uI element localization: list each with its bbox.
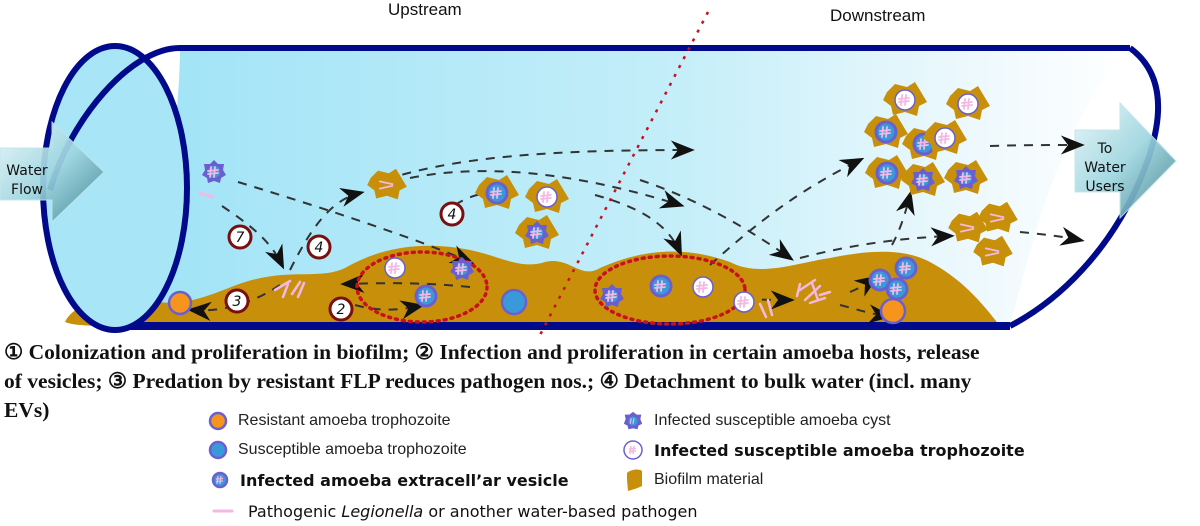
cyst-icon [623,411,643,430]
pathogen-label-genus: Legionella [341,501,424,521]
figure-caption: ① Colonization and proliferation in biof… [4,338,1200,425]
legend-label: Infected amoeba extracell’ar vesicle [240,470,569,490]
legend-label: Susceptible amoeba trophozoite [238,441,467,458]
pathogen-icon [212,509,234,513]
legend-label: Infected susceptible amoeba cyst [654,412,891,429]
caption-line-2: of vesicles; ③ Predation by resistant FL… [4,369,972,393]
pathogen-label-suffix: or another water-based pathogen [423,501,698,521]
outflow-label-line: Users [1085,179,1125,195]
legend-label: Pathogenic Legionella or another water-b… [248,502,697,521]
to-water-users-label: To Water Users [1070,140,1140,197]
susceptible-trophozoite-icon [208,440,228,460]
legend-item-pathogen: Pathogenic Legionella or another water-b… [212,500,697,522]
boundary-line [538,11,710,336]
legend-item-resistant: Resistant amoeba trophozoite [208,410,451,432]
step-markers: 7 4 4 3 2 [224,201,465,322]
svg-text:4: 4 [315,240,324,256]
upstream-label: Upstream [388,0,462,19]
inflow-label-line: Water [6,163,48,179]
caption-line-1: ① Colonization and proliferation in biof… [4,340,980,364]
step-marker-4b: 4 [439,201,465,227]
svg-text:4: 4 [448,207,457,223]
legend-item-biofilm: Biofilm material [624,469,763,491]
outflow-label-line: Water [1084,160,1126,176]
biofilm-icon [627,469,642,491]
resistant-trophozoite-icon [208,411,228,431]
step-marker-1: 7 [227,224,253,250]
water-flow-label: Water Flow [2,162,52,200]
vesicle-icon [211,471,229,489]
svg-text:7: 7 [236,230,245,246]
legend-label: Biofilm material [654,471,764,488]
biofilm-cells [167,257,916,325]
downstream-label: Downstream [830,6,926,25]
legend-label: Infected susceptible amoeba trophozoite [654,440,1025,460]
step-marker-4a: 4 [306,234,332,260]
step-marker-2: 2 [328,296,354,322]
pathogen-label-prefix: Pathogenic [248,501,342,521]
inflow-label-line: Flow [11,182,43,198]
pipe-diagram: 7 4 4 3 2 [0,11,1177,336]
svg-text:2: 2 [337,302,346,318]
legend-item-susceptible: Susceptible amoeba trophozoite [208,439,467,461]
inflow-arrow [0,120,105,224]
outflow-label-line: To [1097,141,1113,157]
pipe-illustration: 7 4 4 3 2 [0,11,1177,336]
caption-line-3: EVs) [4,398,50,422]
step-marker-3: 3 [224,288,250,314]
legend-item-infected-trophozoite: Infected susceptible amoeba trophozoite [622,439,1025,461]
outflow-arrow [1074,101,1177,220]
legend-item-cyst: Infected susceptible amoeba cyst [622,410,891,432]
infected-trophozoite-icon [623,440,643,460]
svg-text:3: 3 [233,294,242,310]
legend-label: Resistant amoeba trophozoite [238,412,451,429]
legend-item-vesicle: Infected amoeba extracell’ar vesicle [210,469,569,491]
